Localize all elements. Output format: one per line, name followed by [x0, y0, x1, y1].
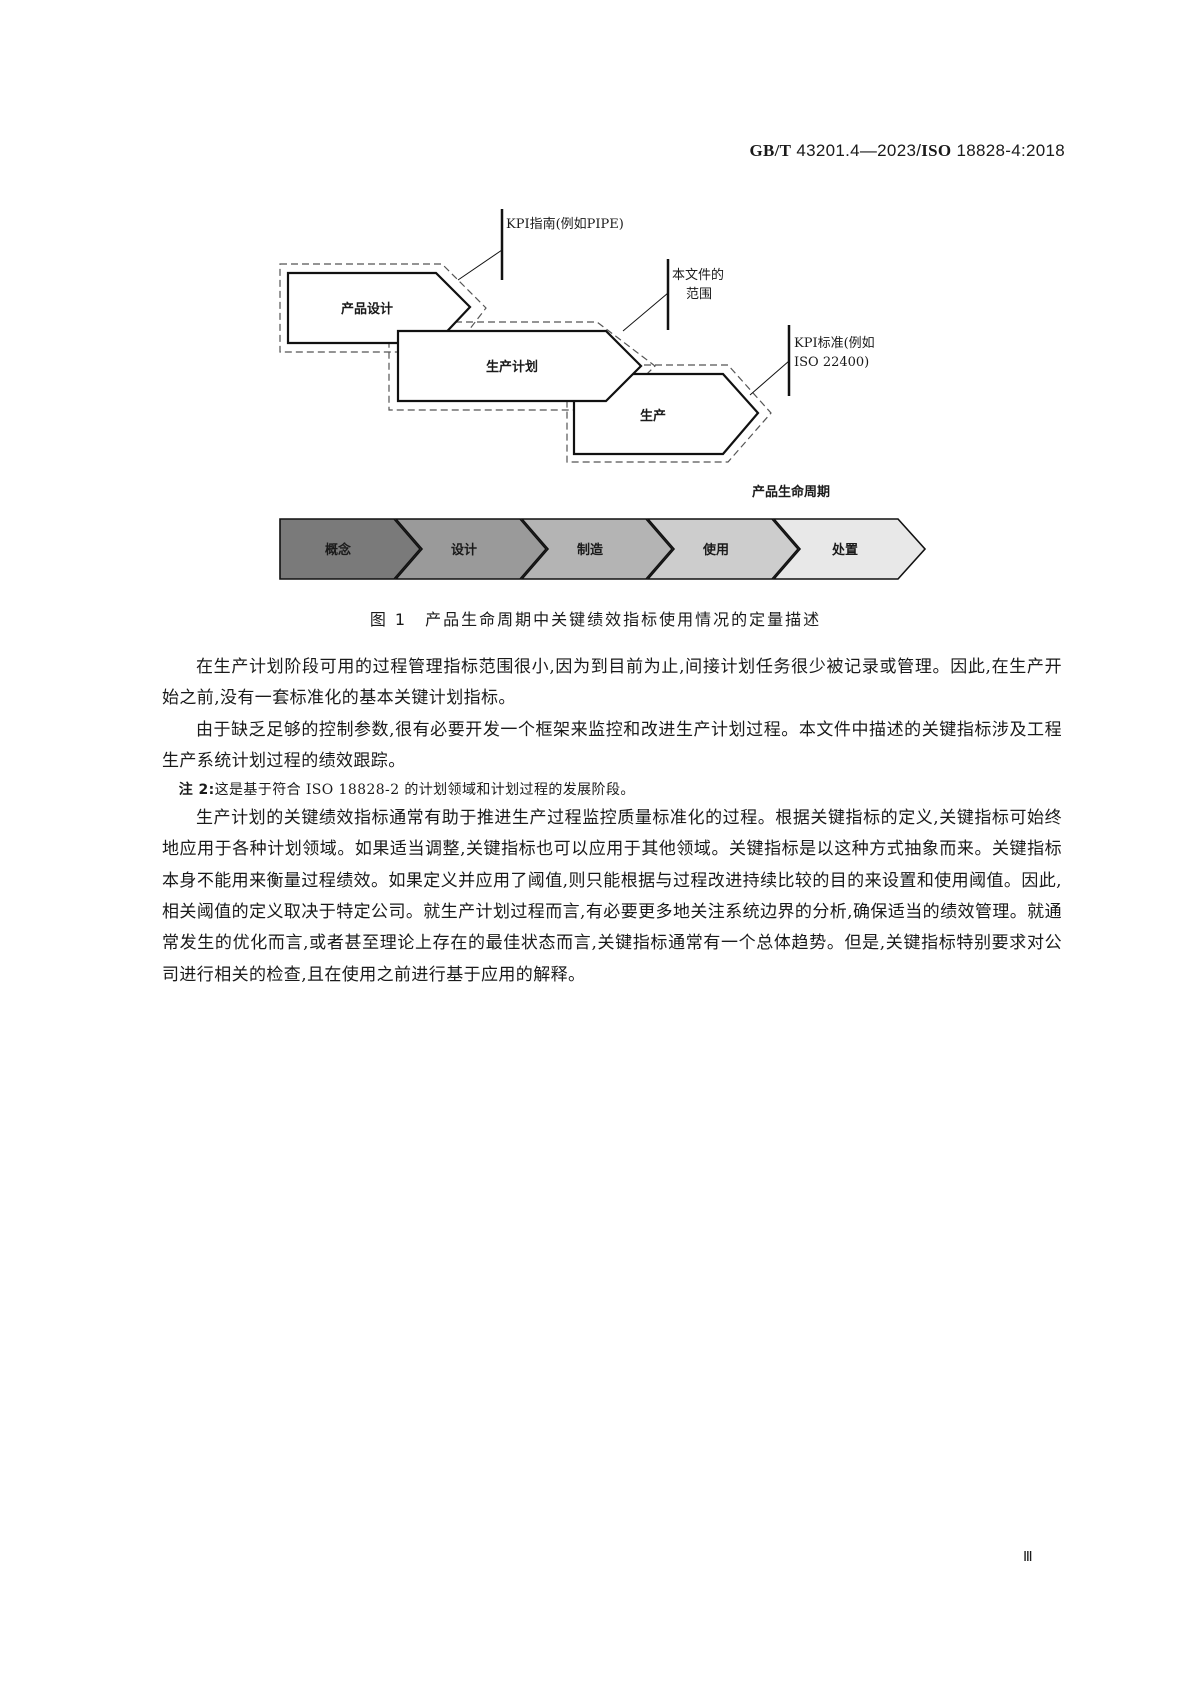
callout-scope-line2: 范围 — [686, 287, 712, 302]
iso-prefix: ISO — [921, 141, 952, 160]
process-box-production — [572, 372, 760, 456]
process-box-product-design — [286, 271, 472, 345]
std-number: 43201.4—2023/ — [796, 141, 922, 160]
std-prefix: GB/T — [749, 141, 792, 160]
lifecycle-stage-manufacturing — [520, 518, 674, 580]
lifecycle-label-use: 使用 — [702, 542, 729, 558]
callout-kpi-guide: KPI指南(例如PIPE) — [506, 216, 624, 232]
lifecycle-title: 产品生命周期 — [752, 484, 830, 500]
lifecycle-label-concept: 概念 — [325, 542, 351, 558]
paragraph: 由于缺乏足够的控制参数,很有必要开发一个框架来监控和改进生产计划过程。本文件中描… — [162, 719, 1062, 771]
note-2: 注 2:这是基于符合 ISO 18828-2 的计划领域和计划过程的发展阶段。 — [162, 777, 1062, 803]
lifecycle-stage-disposal — [772, 518, 927, 580]
process-box-production-planning — [396, 329, 643, 403]
callout-scope-line1: 本文件的 — [672, 267, 724, 283]
body-text: 在生产计划阶段可用的过程管理指标范围很小,因为到目前为止,间接计划任务很少被记录… — [162, 652, 1062, 991]
paragraph: 生产计划的关键绩效指标通常有助于推进生产过程监控质量标准化的过程。根据关键指标的… — [162, 808, 1062, 985]
lifecycle-stage-concept — [279, 518, 422, 580]
process-label-production-planning: 生产计划 — [486, 359, 538, 375]
process-label-production: 生产 — [640, 408, 666, 424]
lifecycle-label-manufacturing: 制造 — [577, 542, 604, 558]
kpi-lifecycle-diagram: 产品设计 生产计划 生产 KPI指南(例如PIPE) 本文件的 范围 KPI标准… — [279, 209, 927, 580]
paragraph: 在生产计划阶段可用的过程管理指标范围很小,因为到目前为止,间接计划任务很少被记录… — [162, 657, 1062, 709]
note-label: 注 2: — [178, 782, 215, 799]
process-label-product-design: 产品设计 — [341, 301, 393, 317]
dashed-outline-production — [566, 364, 772, 463]
figure-1: 产品设计 生产计划 生产 KPI指南(例如PIPE) 本文件的 范围 KPI标准… — [0, 0, 1191, 620]
lifecycle-stage-use — [646, 518, 800, 580]
lifecycle-labels: 概念 设计 制造 使用 处置 — [325, 542, 858, 558]
figure-caption-number: 图 1 — [369, 610, 408, 629]
callout-kpi-standard-line1: KPI标准(例如 — [794, 335, 875, 351]
page-number: Ⅲ — [1023, 1550, 1033, 1565]
dashed-outline-product-design — [279, 263, 487, 353]
running-header: GB/T 43201.4—2023/ISO 18828-4:2018 — [749, 141, 1065, 161]
figure-caption-text: 产品生命周期中关键绩效指标使用情况的定量描述 — [425, 610, 822, 629]
figure-caption: 图 1 产品生命周期中关键绩效指标使用情况的定量描述 — [0, 606, 1191, 630]
iso-number: 18828-4:2018 — [956, 141, 1065, 160]
callout-lines — [457, 209, 791, 396]
lifecycle-stage-design — [394, 518, 548, 580]
callout-kpi-standard-line2: ISO 22400) — [794, 355, 869, 370]
lifecycle-label-disposal: 处置 — [831, 542, 858, 558]
process-boxes — [286, 271, 760, 456]
note-text: 这是基于符合 ISO 18828-2 的计划领域和计划过程的发展阶段。 — [214, 782, 635, 799]
lifecycle-bar — [279, 518, 927, 580]
lifecycle-label-design: 设计 — [451, 542, 477, 558]
